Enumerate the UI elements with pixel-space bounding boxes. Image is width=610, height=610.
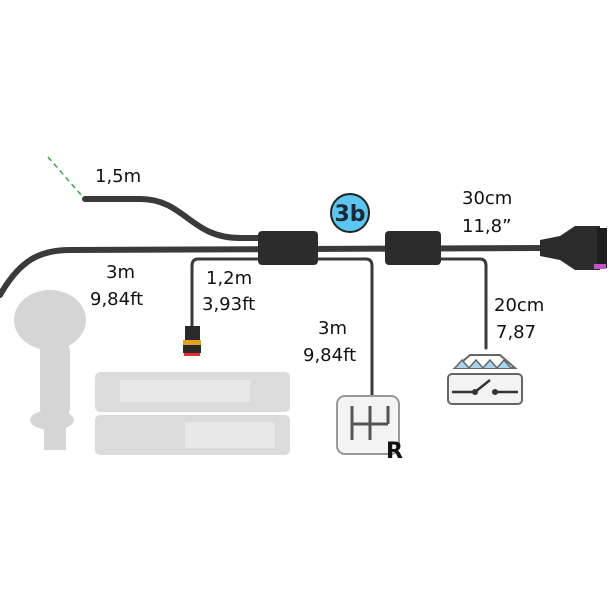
gear-shift-reverse-icon: R [336,395,403,464]
label-connector-branch-length-imperial: 3,93ft [202,294,256,315]
label-sprayer-branch-length-imperial: 7,87 [496,322,537,343]
cable-branch-gear [314,257,374,400]
cable-top [82,196,265,241]
joystick-icon [14,290,86,450]
label-top-cable: 1,5m [95,166,142,187]
small-connector-icon [183,326,201,356]
label-connector-branch-length: 1,2m [206,268,253,289]
label-output-length: 30cm [462,188,513,209]
splitter-block-1 [258,231,318,265]
label-sprayer-branch-length: 20cm [494,295,545,316]
plug-connector-icon [540,226,607,270]
cable-main [0,245,548,298]
label-main-length: 3m [106,262,135,283]
badge-label: 3b [334,202,365,227]
splitter-block-2 [385,231,441,265]
cable-branch-sprayer [438,257,488,350]
label-main-length-imperial: 9,84ft [90,289,144,310]
control-panel-icon [95,372,290,455]
sprayer-switch-icon [447,354,523,405]
cable-branch-connector [190,257,264,330]
dashed-guide [47,156,84,198]
label-output-length-imperial: 11,8” [462,216,512,237]
badge-circle [330,193,370,233]
label-gear-branch-length-imperial: 9,84ft [303,345,357,366]
svg-text:R: R [386,439,403,464]
label-gear-branch-length: 3m [318,318,347,339]
